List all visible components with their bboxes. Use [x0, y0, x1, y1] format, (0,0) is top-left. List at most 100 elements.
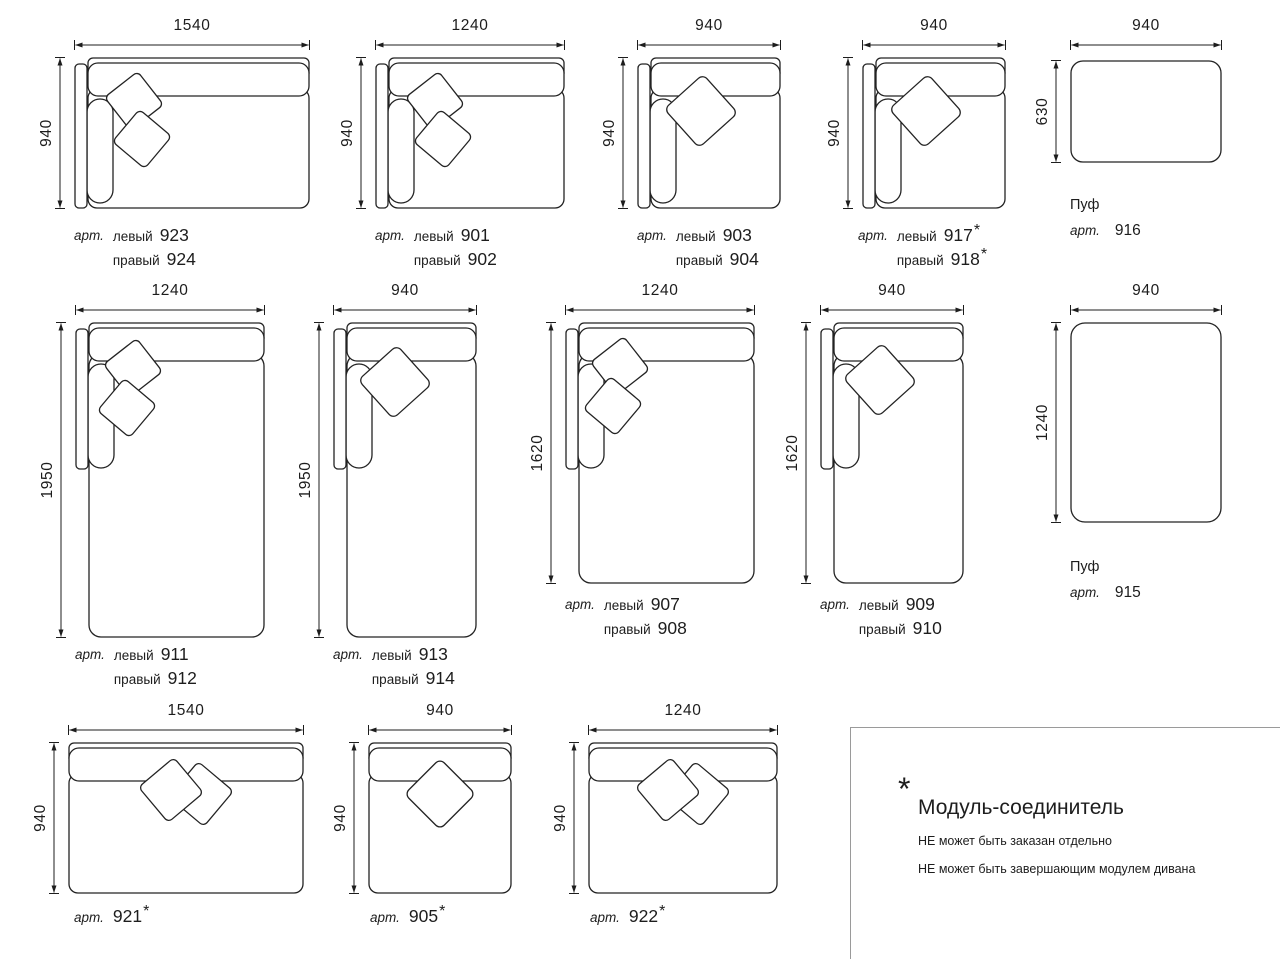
armrest-panel-shape — [333, 328, 347, 470]
art-label: арт. — [637, 228, 667, 243]
height-dimension — [356, 57, 366, 209]
height-dimension — [569, 742, 579, 894]
height-dimension — [546, 322, 556, 584]
left-article-number: 913 — [418, 644, 448, 664]
chaise-module-drawing-911 — [75, 322, 265, 638]
left-article-number: 911 — [160, 644, 189, 664]
module-caption-921: арт.921* — [74, 903, 150, 927]
armrest-cushion-shape — [387, 98, 415, 204]
art-label: арт. — [333, 647, 363, 662]
module-caption-913-914: арт. левый 913 правый 914 — [333, 644, 455, 692]
height-dimension-label: 630 — [1034, 97, 1051, 126]
width-dimension-label: 940 — [1132, 282, 1160, 299]
connector-legend-box: * Модуль-соединитель НЕ может быть заказ… — [850, 727, 1280, 959]
pillow-icon — [591, 337, 649, 395]
pillow-icon — [414, 110, 472, 168]
pouf-name: Пуф — [1070, 559, 1100, 575]
pillow-icon — [360, 347, 430, 417]
module-caption-905: арт. 905* — [370, 903, 446, 927]
left-variant-label: левый — [603, 598, 644, 613]
width-dimension — [68, 725, 304, 735]
width-dimension-label: 1240 — [151, 282, 189, 299]
backrest-shape — [346, 327, 477, 362]
right-article-number: 910 — [912, 618, 942, 638]
left-variant-label: левый — [413, 229, 454, 244]
right-article-number: 914 — [425, 668, 455, 688]
height-dimension-label: 1240 — [1034, 404, 1051, 441]
connector-star: * — [143, 903, 150, 920]
art-label: арт. — [1070, 223, 1100, 238]
legend-star: * — [898, 771, 911, 807]
width-dimension — [333, 305, 477, 315]
art-label: арт. — [590, 910, 620, 925]
width-dimension-label: 1540 — [167, 702, 205, 719]
pillow-icon — [845, 345, 915, 415]
height-dimension — [314, 322, 324, 638]
height-dimension-label: 1620 — [784, 434, 801, 472]
connector-star: * — [659, 903, 666, 920]
connector-star: * — [980, 246, 988, 263]
right-article-number: 924 — [166, 249, 196, 269]
armrest-panel-shape — [862, 63, 876, 209]
height-dimension-label: 940 — [601, 119, 618, 147]
width-dimension — [1070, 40, 1222, 50]
art-label: арт. — [565, 597, 595, 612]
corner-module-drawing-923 — [74, 57, 310, 209]
height-dimension-label: 940 — [332, 804, 349, 832]
right-article-number: 902 — [467, 249, 497, 269]
width-dimension-label: 940 — [426, 702, 454, 719]
connector-star: * — [439, 903, 446, 920]
pouf-shape — [1070, 60, 1222, 163]
right-variant-label: правый — [603, 622, 651, 637]
art-label: арт. — [370, 910, 400, 925]
pillow-icon — [139, 758, 203, 822]
pillow-icon — [104, 339, 162, 397]
height-dimension — [1051, 60, 1061, 163]
art-label: арт. — [74, 228, 104, 243]
art-label: арт. — [74, 910, 104, 925]
width-dimension-label: 940 — [1132, 17, 1160, 34]
left-article-number: 901 — [460, 225, 490, 245]
height-dimension — [55, 57, 65, 209]
pouf-caption-915: Пуф арт.915 — [1070, 558, 1141, 602]
width-dimension — [565, 305, 755, 315]
right-article-number: 912 — [167, 668, 197, 688]
left-variant-label: левый — [858, 598, 899, 613]
straight-module-drawing-922 — [588, 742, 778, 894]
pillow-icon — [666, 76, 736, 146]
height-dimension-label: 940 — [552, 804, 569, 832]
height-dimension — [49, 742, 59, 894]
height-dimension-label: 940 — [339, 119, 356, 147]
left-variant-label: левый — [112, 229, 153, 244]
height-dimension-label: 1620 — [529, 434, 546, 472]
left-variant-label: левый — [371, 648, 412, 663]
armrest-panel-shape — [637, 63, 651, 209]
armrest-panel-shape — [75, 328, 89, 470]
width-dimension-label: 1240 — [451, 17, 489, 34]
right-variant-label: правый — [858, 622, 906, 637]
art-label: арт. — [1070, 585, 1100, 600]
right-article-number: 918 — [950, 249, 980, 269]
pouf-name: Пуф — [1070, 197, 1100, 213]
pillow-icon — [113, 110, 171, 168]
connector-star: * — [973, 222, 981, 239]
width-dimension — [75, 305, 265, 315]
pouf-drawing-915 — [1070, 322, 1222, 523]
left-article-number: 907 — [650, 594, 680, 614]
left-variant-label: левый — [113, 648, 154, 663]
height-dimension-label: 1950 — [39, 461, 56, 499]
article-number: 905 — [408, 906, 439, 926]
art-label: арт. — [858, 228, 888, 243]
legend-note-2: НЕ может быть завершающим модулем дивана — [918, 862, 1196, 876]
right-article-number: 904 — [729, 249, 759, 269]
backrest-shape — [833, 327, 964, 362]
width-dimension-label: 1540 — [173, 17, 211, 34]
armrest-panel-shape — [820, 328, 834, 470]
width-dimension-label: 1240 — [641, 282, 679, 299]
right-variant-label: правый — [371, 672, 419, 687]
armrest-panel-shape — [74, 63, 88, 209]
left-variant-label: левый — [675, 229, 716, 244]
art-label: арт. — [820, 597, 850, 612]
